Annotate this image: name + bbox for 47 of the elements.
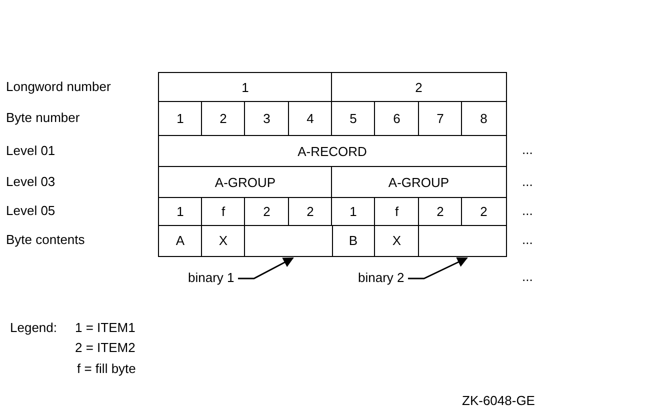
cell-text: 1 [176,204,184,220]
leader-line [408,257,468,280]
cell-text: 1 [176,111,184,126]
cell-text: A-GROUP [214,174,276,190]
table-cell [418,225,506,256]
cell-text: f [394,204,399,220]
legend-entry: f = fill byte [77,361,136,376]
row-label: Level 03 [6,174,56,188]
cell-text: X [218,233,228,248]
leader-line [238,257,294,280]
row-label: Level 05 [6,203,56,218]
callout-text: binary 2 [358,270,404,285]
cell-text: A-RECORD [298,144,367,159]
cell-text: 2 [415,80,422,95]
cell-text: A [176,233,185,248]
ellipsis: ... [522,203,533,218]
cell-text: 8 [480,111,488,126]
cell-text: 1 [350,204,357,220]
legend-entry: 1 = ITEM1 [75,320,136,335]
ellipsis: ... [522,174,533,189]
cell-text: 3 [263,111,270,126]
ellipsis: ... [522,232,533,247]
ellipsis: ... [522,269,533,284]
legend-entry: 2 = ITEM2 [75,340,136,355]
cell-text: 5 [350,111,357,126]
cell-text: 1 [242,80,249,95]
row-label: Longword number [6,78,111,94]
cell-text: 2 [480,204,488,220]
table-cell [244,225,332,256]
cell-text: 2 [220,111,227,126]
row-label: Level 01 [6,142,56,158]
cell-text: 2 [436,204,444,220]
cell-text: 6 [393,111,400,126]
cell-text: f [221,204,226,220]
legend-heading: Legend: [10,320,57,335]
cell-text: X [392,233,402,248]
cell-text: 4 [306,111,314,126]
cell-text: B [348,233,358,248]
callout-text: binary 1 [188,270,234,285]
cell-text: 2 [306,204,314,220]
row-label: Byte contents [6,232,85,247]
ellipsis: ... [522,142,533,157]
cell-text: A-GROUP [388,174,450,190]
cell-text: 7 [436,111,444,126]
cell-text: 2 [263,204,270,220]
figure-id: ZK-6048-GE [462,393,535,408]
row-label: Byte number [6,110,80,125]
